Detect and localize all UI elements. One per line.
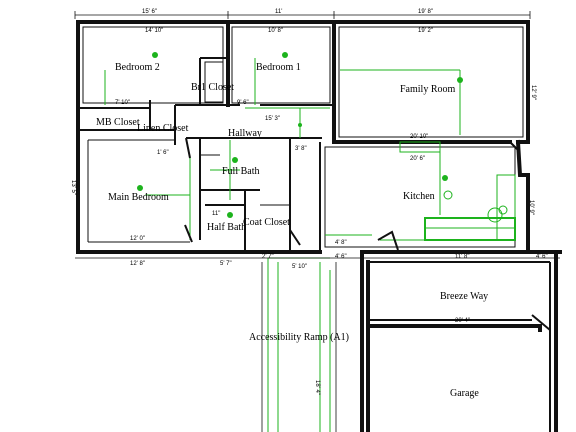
dim-bedroom2-outer: 15' 6" xyxy=(142,9,157,15)
label-coat-closet: Coat Closet xyxy=(243,217,290,228)
label-bedroom-2: Bedroom 2 xyxy=(115,62,160,73)
dim-hallway-length: 15' 3" xyxy=(265,116,280,122)
dim-bedroom1-inner: 10' 8" xyxy=(268,28,283,34)
door-swings xyxy=(184,137,519,251)
label-family-room: Family Room xyxy=(400,84,456,95)
top-dimension-line xyxy=(74,11,531,19)
dim-ramp-length: 18' 4" xyxy=(314,380,320,395)
dim-bedroom1-outer: 11' xyxy=(275,9,282,15)
dim-kitchen-width: 20' 6" xyxy=(410,156,425,162)
label-hallway: Hallway xyxy=(228,128,262,139)
dim-main-width: 12' 0" xyxy=(130,236,145,242)
dim-bottom-mid: 5' 7" xyxy=(220,261,232,267)
dim-breeze-inner: 20' 4" xyxy=(455,318,470,324)
dim-hall-left: 7' 10" xyxy=(115,100,130,106)
dim-family-bottom: 20' 10" xyxy=(410,134,428,140)
ramp-structure xyxy=(261,262,337,432)
label-full-bath: Full Bath xyxy=(222,166,260,177)
label-mb-closet: MB Closet xyxy=(96,117,140,128)
dim-garage-top: 11' 8" xyxy=(455,254,470,260)
exterior-walls xyxy=(76,20,530,254)
dim-bottom-b: 4' 6" xyxy=(335,254,347,260)
dim-bottom-left: 12' 8" xyxy=(130,261,145,267)
dim-small-16: 1' 6" xyxy=(157,150,169,156)
dim-bath-width: 3' 8" xyxy=(295,146,307,152)
interior-walls xyxy=(77,57,334,252)
label-main-bedroom: Main Bedroom xyxy=(108,192,169,203)
dim-garage-right: 4' 6" xyxy=(536,254,548,260)
kitchen-counters xyxy=(399,141,516,241)
dim-family-side: 12' 9" xyxy=(530,85,536,100)
label-garage: Garage xyxy=(450,388,479,399)
label-accessibility-ramp: Accessibility Ramp (A1) xyxy=(249,332,349,343)
dim-kitchen-side: 10' 9" xyxy=(528,200,534,215)
dim-ramp-width: 5' 10" xyxy=(292,264,307,270)
dim-main-side: 13' 5" xyxy=(70,180,76,195)
dim-hall-right: 9' 6" xyxy=(237,100,249,106)
label-breeze-way: Breeze Way xyxy=(440,291,488,302)
label-linen-closet: Linen Closet xyxy=(137,123,189,134)
dim-family-outer: 19' 8" xyxy=(418,9,433,15)
dim-bottom-a: 2' 7" xyxy=(262,254,274,260)
garage-walls xyxy=(360,250,562,432)
label-half-bath: Half Bath xyxy=(207,222,246,233)
light-fixtures xyxy=(137,52,463,218)
label-br1-closet: Br1 Closet xyxy=(191,82,234,93)
dim-bottom-c: 4' 8" xyxy=(335,240,347,246)
label-kitchen: Kitchen xyxy=(403,191,435,202)
dim-bedroom2-inner: 14' 10" xyxy=(145,28,163,34)
label-bedroom-1: Bedroom 1 xyxy=(256,62,301,73)
electrical-wiring xyxy=(104,58,461,432)
dim-small-11: 11" xyxy=(212,211,220,217)
dim-family-inner: 19' 2" xyxy=(418,28,433,34)
